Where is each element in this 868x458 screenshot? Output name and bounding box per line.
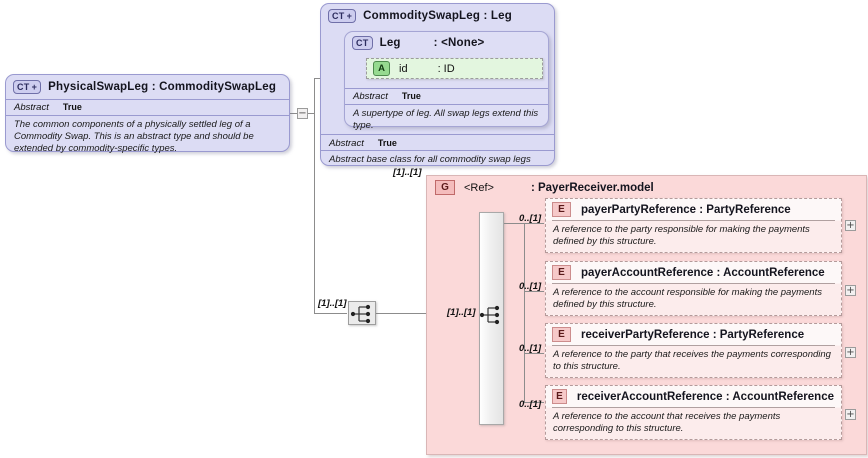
expand-plus-icon: + xyxy=(31,81,38,92)
element-payer-account-reference[interactable]: E payerAccountReference : AccountReferen… xyxy=(545,261,842,316)
element-icon: E xyxy=(552,389,567,404)
expand-toggle-element-2[interactable]: + xyxy=(845,347,856,358)
complex-type-leg[interactable]: CT Leg : <None> Abstract True A supertyp… xyxy=(344,31,549,131)
cardinality-element-3: 0..[1] xyxy=(519,399,542,410)
abstract-value: True xyxy=(401,91,421,101)
leg-title: Leg xyxy=(379,37,401,49)
group-ref-label: <Ref> xyxy=(464,181,494,194)
leg-header: CT Leg : <None> xyxy=(345,32,548,54)
divider xyxy=(6,99,289,100)
complex-type-icon: CT+ xyxy=(328,9,357,23)
leg-type: : <None> xyxy=(433,37,485,49)
element-icon: E xyxy=(552,202,571,217)
element-documentation: A reference to the account that receives… xyxy=(546,408,841,439)
leg-abstract-row: Abstract True xyxy=(345,89,548,104)
group-sequence-compositor-icon[interactable] xyxy=(478,303,506,327)
cardinality-element-2: 0..[1] xyxy=(519,343,542,354)
group-header: G <Ref> : PayerReceiver.model xyxy=(427,176,866,199)
element-receiver-party-reference[interactable]: E receiverPartyReference : PartyReferenc… xyxy=(545,323,842,378)
complex-type-icon: CT xyxy=(352,36,373,50)
divider xyxy=(6,115,289,116)
abstract-label: Abstract xyxy=(14,102,49,113)
element-payer-party-reference[interactable]: E payerPartyReference : PartyReference A… xyxy=(545,198,842,253)
cardinality-element-0: 0..[1] xyxy=(519,213,542,224)
complex-type-icon: CT+ xyxy=(13,80,42,94)
abstract-value: True xyxy=(62,102,82,112)
element-receiver-account-reference[interactable]: E receiverAccountReference : AccountRefe… xyxy=(545,385,842,440)
divider xyxy=(321,134,554,135)
sequence-compositor-icon[interactable] xyxy=(348,301,376,325)
expand-toggle-element-0[interactable]: + xyxy=(845,220,856,231)
connector-line xyxy=(290,113,297,114)
divider xyxy=(552,220,835,221)
expand-toggle-element-3[interactable]: + xyxy=(845,409,856,420)
divider xyxy=(552,283,835,284)
connector-line xyxy=(314,78,315,314)
element-header: E payerPartyReference : PartyReference xyxy=(546,199,841,220)
element-icon: E xyxy=(552,265,571,280)
physical-swap-leg-header: CT+ PhysicalSwapLeg : CommoditySwapLeg xyxy=(6,75,289,99)
collapse-toggle[interactable]: − xyxy=(297,108,308,119)
cardinality-element-1: 0..[1] xyxy=(519,281,542,292)
divider xyxy=(552,345,835,346)
element-documentation: A reference to the account responsible f… xyxy=(546,284,841,315)
expand-plus-icon: + xyxy=(346,10,353,21)
connector-line xyxy=(524,223,544,224)
element-header: E receiverAccountReference : AccountRefe… xyxy=(546,386,841,407)
element-title: receiverAccountReference : AccountRefere… xyxy=(576,390,834,403)
cardinality-left-sequence: [1]..[1] xyxy=(318,298,347,309)
expand-toggle-element-1[interactable]: + xyxy=(845,285,856,296)
connector-line xyxy=(376,313,426,314)
physical-swap-leg-title: PhysicalSwapLeg : CommoditySwapLeg xyxy=(48,81,277,93)
abstract-value: True xyxy=(377,138,397,148)
leg-documentation: A supertype of leg. All swap legs extend… xyxy=(353,108,539,131)
connector-line xyxy=(524,223,525,402)
commodity-swap-leg-title: CommoditySwapLeg : Leg xyxy=(363,10,512,22)
element-title: receiverPartyReference : PartyReference xyxy=(581,328,805,341)
attribute-icon: A xyxy=(373,61,390,76)
attribute-id[interactable]: A id : ID xyxy=(366,58,543,79)
cardinality-group-inner: [1]..[1] xyxy=(447,307,476,318)
connector-line xyxy=(524,291,544,292)
group-icon: G xyxy=(435,180,455,195)
attribute-id-name: id xyxy=(399,62,408,75)
element-documentation: A reference to the party responsible for… xyxy=(546,221,841,252)
connector-line xyxy=(314,313,347,314)
abstract-label: Abstract xyxy=(353,91,388,102)
connector-line xyxy=(524,353,544,354)
complex-type-physical-swap-leg[interactable]: CT+ PhysicalSwapLeg : CommoditySwapLeg A… xyxy=(5,74,290,154)
element-icon: E xyxy=(552,327,571,342)
complex-type-commodity-swap-leg[interactable]: CT+ CommoditySwapLeg : Leg CT Leg : <Non… xyxy=(320,3,555,166)
commodity-swap-leg-documentation: Abstract base class for all commodity sw… xyxy=(329,154,531,165)
group-title: : PayerReceiver.model xyxy=(530,181,654,194)
physical-swap-leg-abstract-row: Abstract True xyxy=(6,100,289,115)
element-title: payerAccountReference : AccountReference xyxy=(581,266,825,279)
commodity-swap-leg-abstract-row: Abstract True xyxy=(321,136,405,151)
divider xyxy=(345,88,548,89)
abstract-label: Abstract xyxy=(329,138,364,149)
attribute-id-type: : ID xyxy=(437,62,455,75)
cardinality-group: [1]..[1] xyxy=(393,167,422,178)
physical-swap-leg-documentation: The common components of a physically se… xyxy=(14,119,254,154)
divider xyxy=(321,150,554,151)
sequence-glyph xyxy=(479,305,500,325)
group-compositor-bar[interactable] xyxy=(479,212,504,425)
connector-line xyxy=(314,78,322,79)
element-title: payerPartyReference : PartyReference xyxy=(581,203,791,216)
element-header: E payerAccountReference : AccountReferen… xyxy=(546,262,841,283)
divider xyxy=(345,104,548,105)
connector-line xyxy=(524,402,544,403)
element-documentation: A reference to the party that receives t… xyxy=(546,346,841,377)
commodity-swap-leg-header: CT+ CommoditySwapLeg : Leg xyxy=(321,4,554,28)
connector-line xyxy=(504,223,524,224)
divider xyxy=(552,407,835,408)
connector-line xyxy=(308,113,315,114)
element-header: E receiverPartyReference : PartyReferenc… xyxy=(546,324,841,345)
sequence-glyph xyxy=(350,304,371,324)
